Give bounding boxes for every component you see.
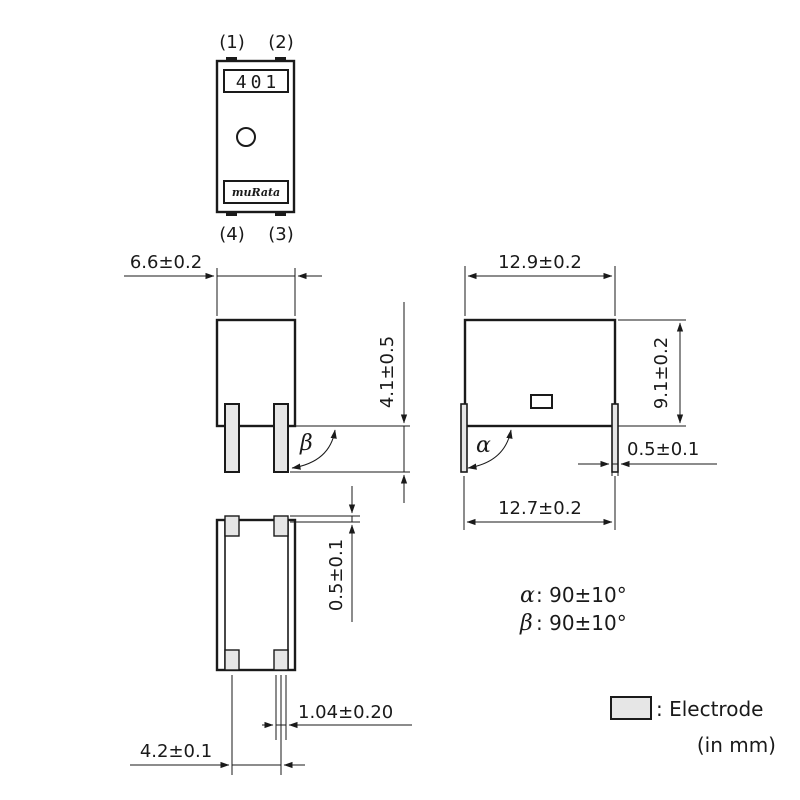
electrode-bottom-right	[273, 649, 289, 671]
dim-label-electrode-length: 0.5±0.1	[326, 539, 347, 611]
pin-label-1: (1)	[219, 32, 245, 53]
beta-note-value: : 90±10°	[536, 611, 627, 635]
side-view: 6.6±0.2 4.1±0.5 β	[124, 252, 410, 503]
front-window	[530, 394, 553, 409]
dim-label-lead-thickness: 0.5±0.1	[627, 439, 699, 460]
front-view: 12.9±0.2 9.1±0.2 0.5±0.1 12.7±0.2 α	[460, 252, 717, 530]
side-view-body	[215, 318, 297, 428]
alpha-symbol: α	[476, 433, 491, 458]
front-lead-right	[611, 403, 619, 473]
front-lead-left	[460, 403, 468, 473]
dim-label-width-side: 6.6±0.2	[130, 252, 202, 273]
alpha-note-symbol: α	[520, 583, 535, 608]
pin-tab-2	[275, 57, 286, 61]
pin-tab-3	[275, 212, 286, 216]
pin-tab-1	[226, 57, 237, 61]
electrode-legend-swatch	[610, 696, 652, 720]
electrode-legend-label: : Electrode	[656, 697, 763, 721]
pin-tab-4	[226, 212, 237, 216]
dim-label-length-top: 12.9±0.2	[498, 252, 582, 273]
beta-note-symbol: β	[519, 611, 533, 636]
top-view-body	[215, 59, 296, 214]
part-marking: 401	[236, 72, 281, 93]
electrode-bottom-left	[224, 649, 240, 671]
dim-label-electrode-span: 4.2±0.1	[140, 741, 212, 762]
pin-label-4: (4)	[219, 224, 245, 245]
alpha-note-value: : 90±10°	[536, 583, 627, 607]
dim-label-height-front: 9.1±0.2	[651, 337, 672, 409]
beta-arc	[291, 429, 337, 470]
dim-label-electrode-width: 1.04±0.20	[298, 702, 393, 723]
marking-box	[223, 69, 289, 93]
logo-box	[223, 180, 289, 204]
bottom-view: 0.5±0.1 1.04±0.20 4.2±0.1	[130, 486, 412, 775]
pin-label-2: (2)	[268, 32, 294, 53]
legend: : Electrode (in mm)	[610, 696, 776, 757]
electrode-top-right	[273, 515, 289, 537]
angle-notes: α : 90±10° β : 90±10°	[519, 583, 627, 636]
dim-label-height-side: 4.1±0.5	[377, 336, 398, 408]
pin-label-3: (3)	[268, 224, 294, 245]
brand-logo: muRata	[232, 186, 280, 199]
beta-symbol: β	[299, 431, 313, 456]
unit-note: (in mm)	[697, 733, 776, 757]
polarity-dot	[236, 127, 256, 147]
dim-label-lead-pitch: 12.7±0.2	[498, 498, 582, 519]
top-view: (1) (2) 401 muRata (4) (3)	[215, 32, 296, 245]
front-view-body	[463, 318, 617, 428]
bottom-view-body	[215, 518, 297, 672]
side-lead-left	[224, 403, 240, 473]
alpha-arc	[467, 429, 513, 470]
side-lead-right	[273, 403, 289, 473]
electrode-top-left	[224, 515, 240, 537]
